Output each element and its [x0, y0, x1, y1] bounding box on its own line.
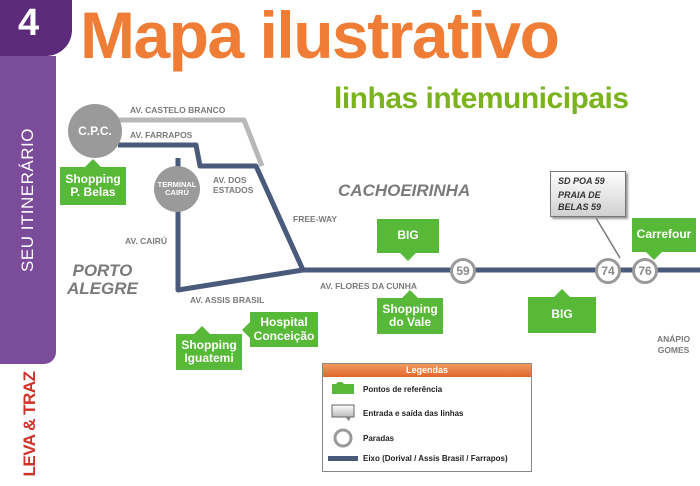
callout-line-2: PRAIA DE — [558, 190, 601, 201]
reference-shopping-do-vale: Shopping do Vale — [377, 290, 443, 334]
secondary-route-line — [118, 117, 265, 167]
reference-hospital-conceicao: Hospital Conceição — [242, 312, 318, 347]
legend-row-axis: Eixo (Dorival / Assis Brasil / Farrapos) — [323, 454, 508, 463]
stop-circle-icon — [323, 428, 363, 448]
street-label-assis-brasil: AV. ASSIS BRASIL — [190, 295, 265, 305]
terminal-cairu-label-1: TERMINAL — [157, 180, 197, 190]
legend-row-reference-points: Pontos de referência — [323, 382, 442, 396]
line-entry-exit-callout: SD POA 59 PRAIA DE BELAS 59 — [550, 171, 626, 217]
stop-74: 74 — [595, 258, 621, 284]
city-label-cachoeirinha: CACHOEIRINHA — [338, 181, 471, 200]
sidebar: 4 SEU ITINERÁRIO LEVA & TRAZ — [0, 0, 72, 486]
axis-line-icon — [323, 455, 363, 462]
page-subtitle: linhas intemunicipais — [334, 82, 629, 115]
city-label-anapio-gomes: ANÁPIO GOMES — [657, 334, 690, 357]
reference-big-top: BIG — [377, 219, 439, 261]
reference-shopping-do-vale-label-1: Shopping — [382, 301, 438, 316]
reference-big-bottom: BIG — [528, 289, 596, 333]
callout-line-3: BELAS 59 — [558, 201, 602, 212]
reference-big-bottom-label: BIG — [551, 307, 573, 322]
street-label-cairu: AV. CAIRÚ — [125, 236, 168, 246]
terminal-cpc-label: C.P.C. — [78, 123, 112, 138]
reference-shopping-praia-de-belas-label-2: P. Belas — [70, 185, 116, 199]
terminal-cairu: TERMINAL CAIRÚ — [154, 166, 200, 212]
legend-reference-points-label: Pontos de referência — [363, 384, 443, 394]
city-label-porto-alegre-1: PORTO — [72, 261, 133, 280]
legend-row-entry-exit: Entrada e saída das linhas — [323, 404, 463, 422]
street-label-dos-estados-2: ESTADOS — [213, 185, 254, 195]
stop-76: 76 — [632, 258, 658, 284]
reference-shopping-praia-de-belas-label-1: Shopping — [65, 171, 121, 186]
street-label-castelo-branco: AV. CASTELO BRANCO — [130, 105, 226, 115]
reference-shopping-do-vale-label-2: do Vale — [388, 315, 432, 329]
reference-big-top-label: BIG — [397, 228, 419, 243]
itinerary-number-badge: 4 — [0, 0, 72, 56]
city-label-porto-alegre-2: ALEGRE — [67, 279, 138, 299]
reference-carrefour: Carrefour — [632, 218, 696, 260]
street-label-farrapos: AV. FARRAPOS — [130, 130, 193, 140]
city-label-anapio-gomes-1: ANÁPIO — [657, 334, 691, 344]
reference-carrefour-label: Carrefour — [636, 227, 692, 242]
street-label-flores-da-cunha: AV. FLORES DA CUNHA — [320, 281, 417, 291]
reference-shopping-iguatemi-label-2: Iguatemi — [184, 351, 234, 365]
reference-shopping-praia-de-belas: Shopping P. Belas — [60, 159, 126, 205]
reference-hospital-conceicao-label-1: Hospital — [260, 315, 308, 330]
street-label-dos-estados-1: AV. DOS — [213, 175, 247, 185]
legend-entry-exit-label: Entrada e saída das linhas — [363, 408, 464, 418]
legend-title: Legendas — [323, 364, 531, 377]
legend-axis-label: Eixo (Dorival / Assis Brasil / Farrapos) — [363, 454, 508, 463]
main-axis-line — [118, 142, 700, 273]
callout-line-1: SD POA 59 — [558, 176, 605, 186]
terminal-cairu-label-2: CAIRÚ — [165, 188, 189, 197]
reference-shopping-iguatemi: Shopping Iguatemi — [176, 326, 242, 370]
reference-hospital-conceicao-label-2: Conceição — [253, 328, 315, 343]
terminal-cpc: C.P.C. — [68, 104, 122, 158]
page-title: Mapa ilustrativo — [80, 0, 560, 72]
itinerary-number: 4 — [18, 2, 40, 44]
city-label-porto-alegre: PORTO ALEGRE — [67, 261, 138, 299]
reference-shopping-iguatemi-label-1: Shopping — [181, 337, 237, 352]
city-label-anapio-gomes-2: GOMES — [657, 345, 690, 356]
legend-stops-label: Paradas — [363, 433, 395, 443]
legend: Legendas Pontos de referência Entrada e … — [322, 363, 532, 472]
callout-icon — [323, 404, 363, 422]
callout-leader-line — [595, 217, 621, 259]
reference-point-icon — [323, 382, 363, 396]
stop-59: 59 — [450, 258, 476, 284]
street-label-free-way: FREE-WAY — [293, 214, 338, 224]
legend-row-stops: Paradas — [323, 428, 394, 448]
sidebar-band — [0, 56, 56, 364]
